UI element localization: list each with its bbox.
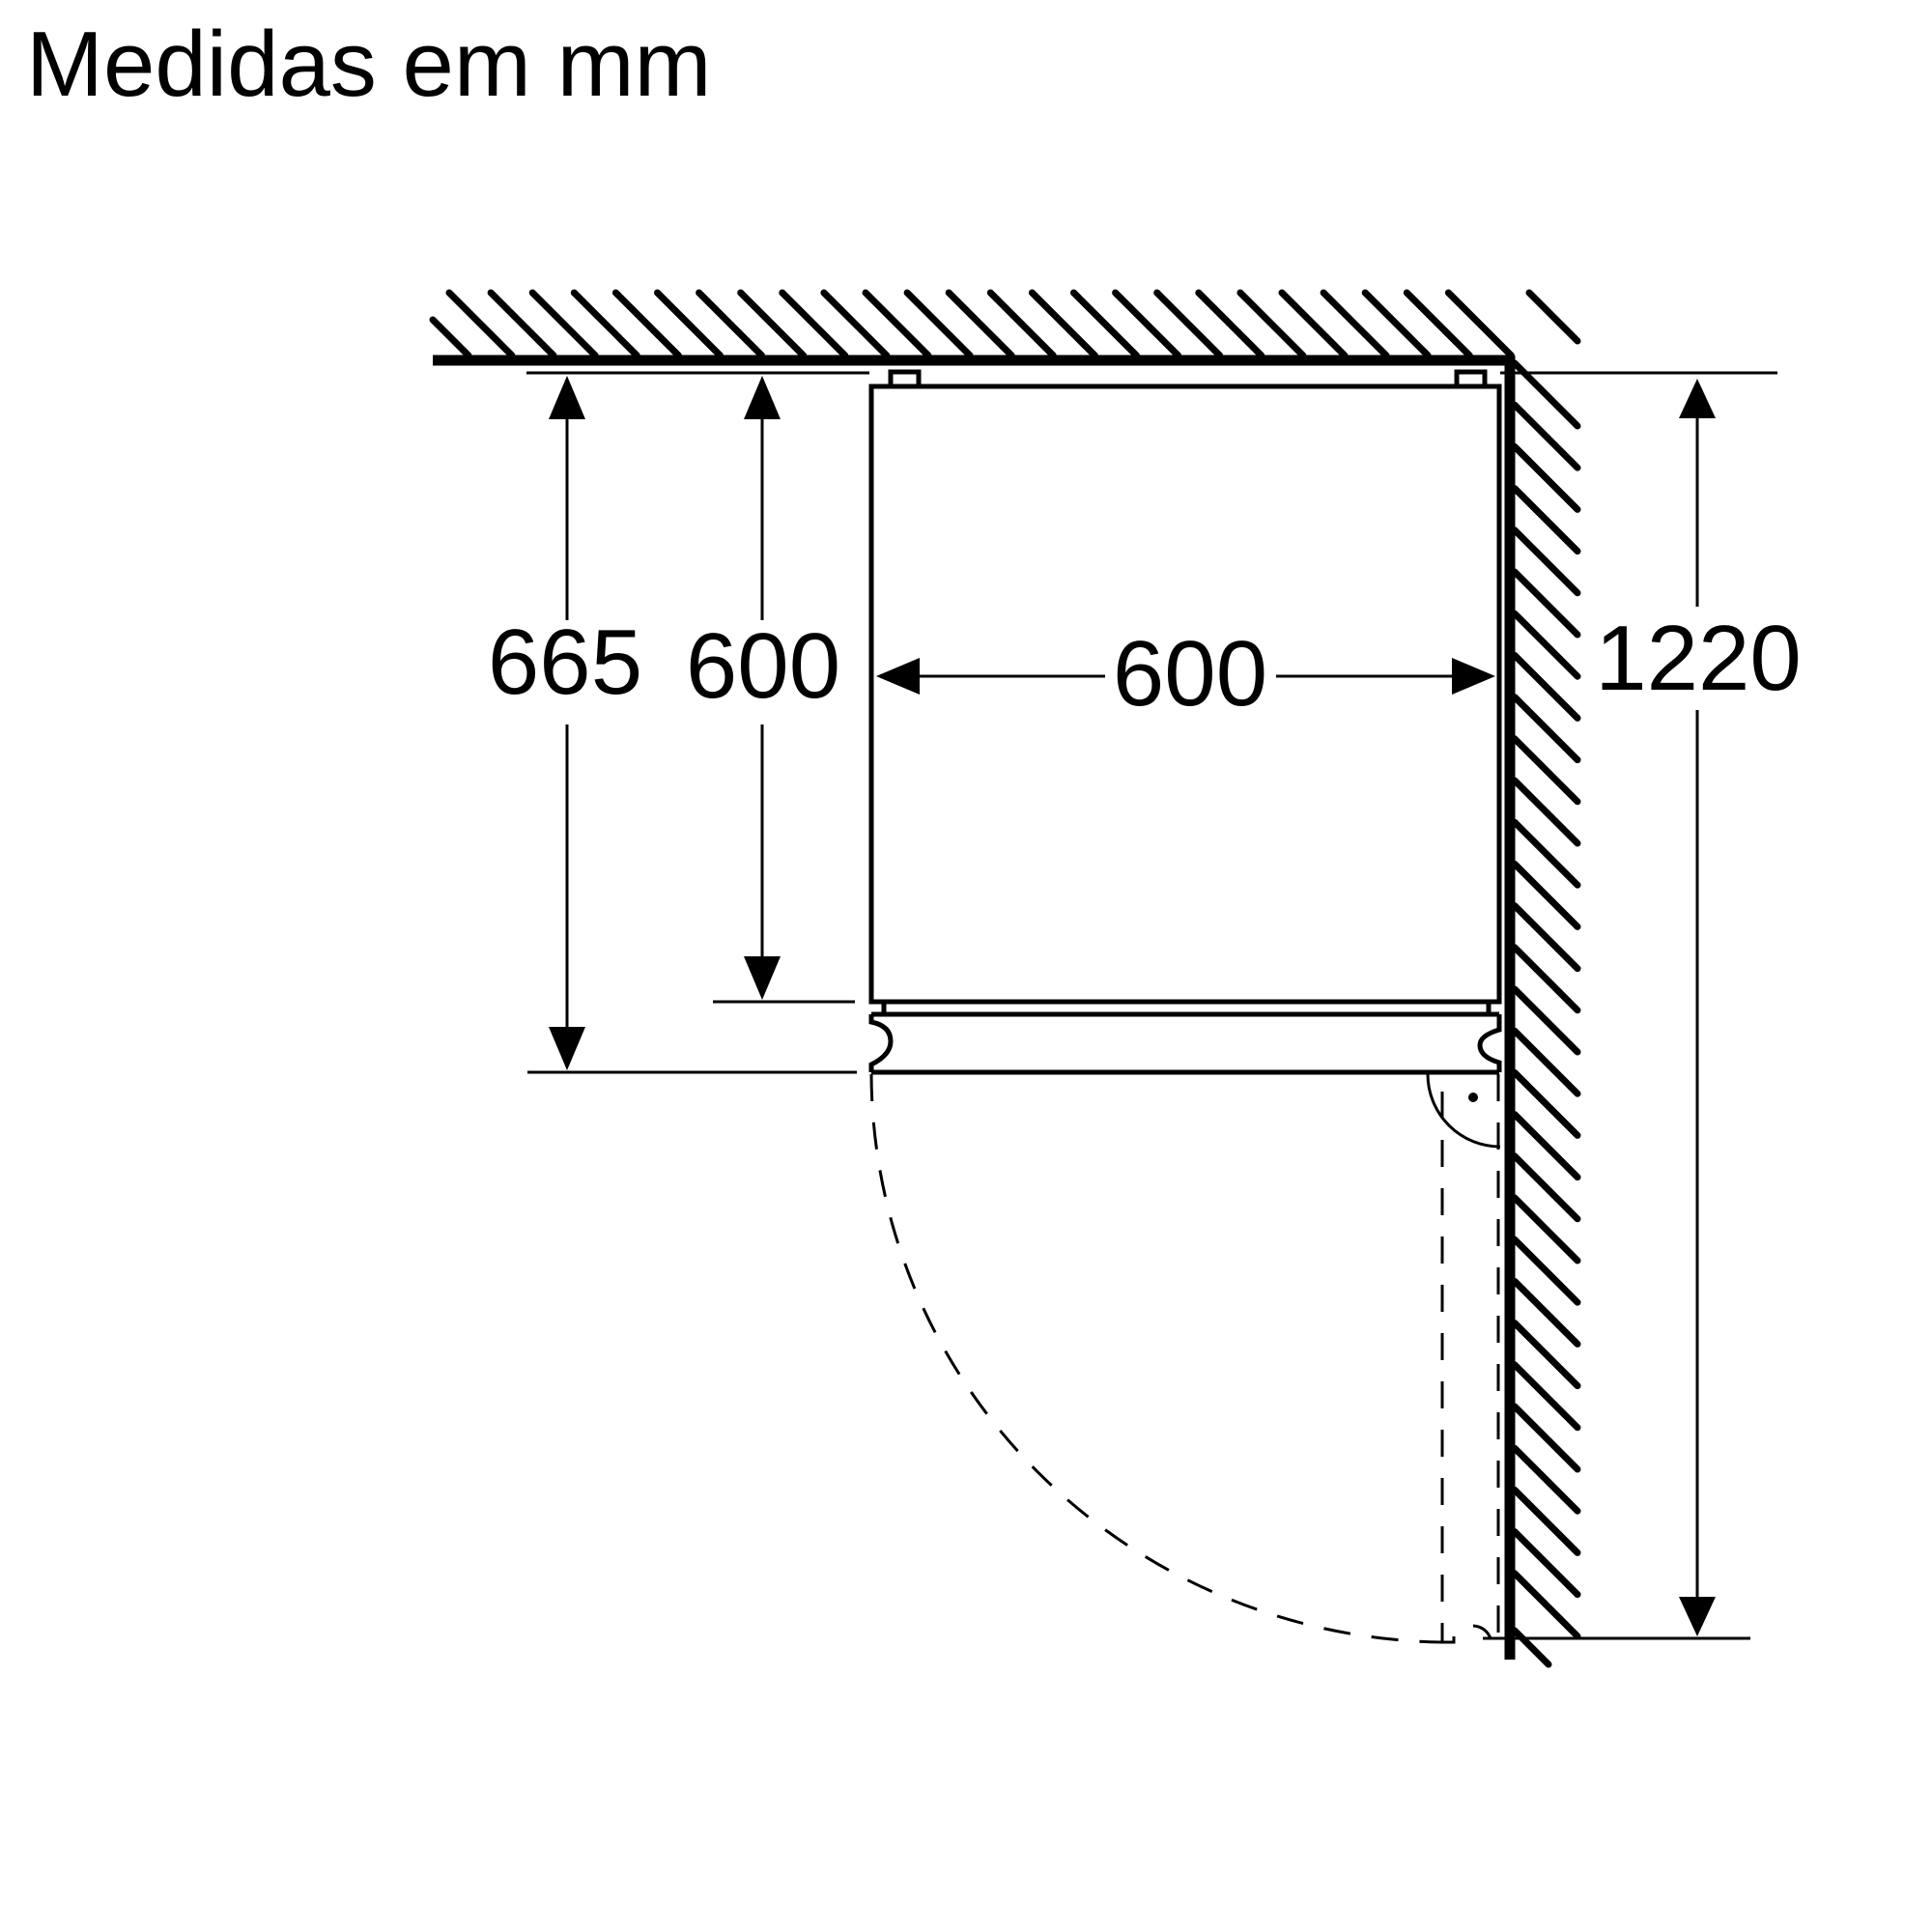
hinge-detail bbox=[1426, 1073, 1501, 1639]
extension-lines bbox=[526, 371, 1777, 1640]
dimension-600-width: 600 bbox=[876, 622, 1495, 725]
right-wall-hatch bbox=[1511, 359, 1581, 1668]
dim-label-600-width: 600 bbox=[1113, 622, 1267, 725]
top-wall-hatch bbox=[429, 289, 1581, 359]
dim-label-600-depth: 600 bbox=[686, 614, 840, 718]
door-swing-path bbox=[869, 1073, 1500, 1644]
page-title: Medidas em mm bbox=[26, 13, 712, 116]
dimension-665: 665 bbox=[488, 376, 642, 1070]
dimension-600-depth: 600 bbox=[686, 376, 840, 1000]
dim-label-665: 665 bbox=[488, 611, 642, 714]
dim-label-1220: 1220 bbox=[1595, 607, 1802, 710]
door-open-edge bbox=[1440, 1633, 1456, 1644]
dimension-1220: 1220 bbox=[1595, 379, 1802, 1636]
appliance-door bbox=[868, 1011, 1502, 1075]
